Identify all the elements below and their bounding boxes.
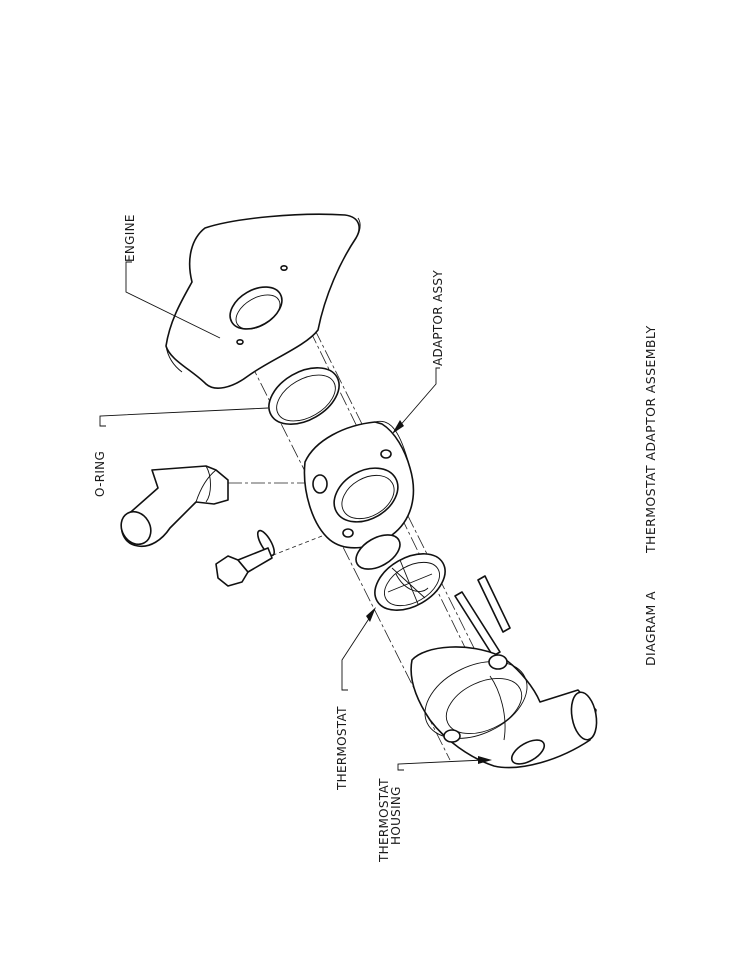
diagram-title: THERMOSTAT ADAPTOR ASSEMBLY <box>643 325 658 554</box>
label-thermostat-housing-line1: THERMOSTAT <box>377 778 391 863</box>
label-engine: ENGINE <box>123 214 137 262</box>
studs <box>454 575 511 657</box>
label-adaptor-assy: ADAPTOR ASSY <box>431 270 445 366</box>
engine-block <box>165 213 361 389</box>
thermostat <box>355 534 446 611</box>
hose-fitting <box>120 465 229 548</box>
diagram-id: DIAGRAM A <box>643 591 658 666</box>
thermostat-housing <box>410 646 598 769</box>
caption: DIAGRAM A THERMOSTAT ADAPTOR ASSEMBLY <box>643 325 658 666</box>
part-labels: ENGINE ADAPTOR ASSY O-RING THERMOSTAT TH… <box>93 214 445 863</box>
label-thermostat: THERMOSTAT <box>335 706 349 791</box>
o-ring <box>268 367 340 425</box>
label-o-ring: O-RING <box>93 451 107 497</box>
bolt-and-washer <box>215 529 276 587</box>
leader-lines <box>99 261 492 771</box>
label-thermostat-housing-line2: HOUSING <box>389 786 403 845</box>
adaptor-assy <box>303 420 415 549</box>
